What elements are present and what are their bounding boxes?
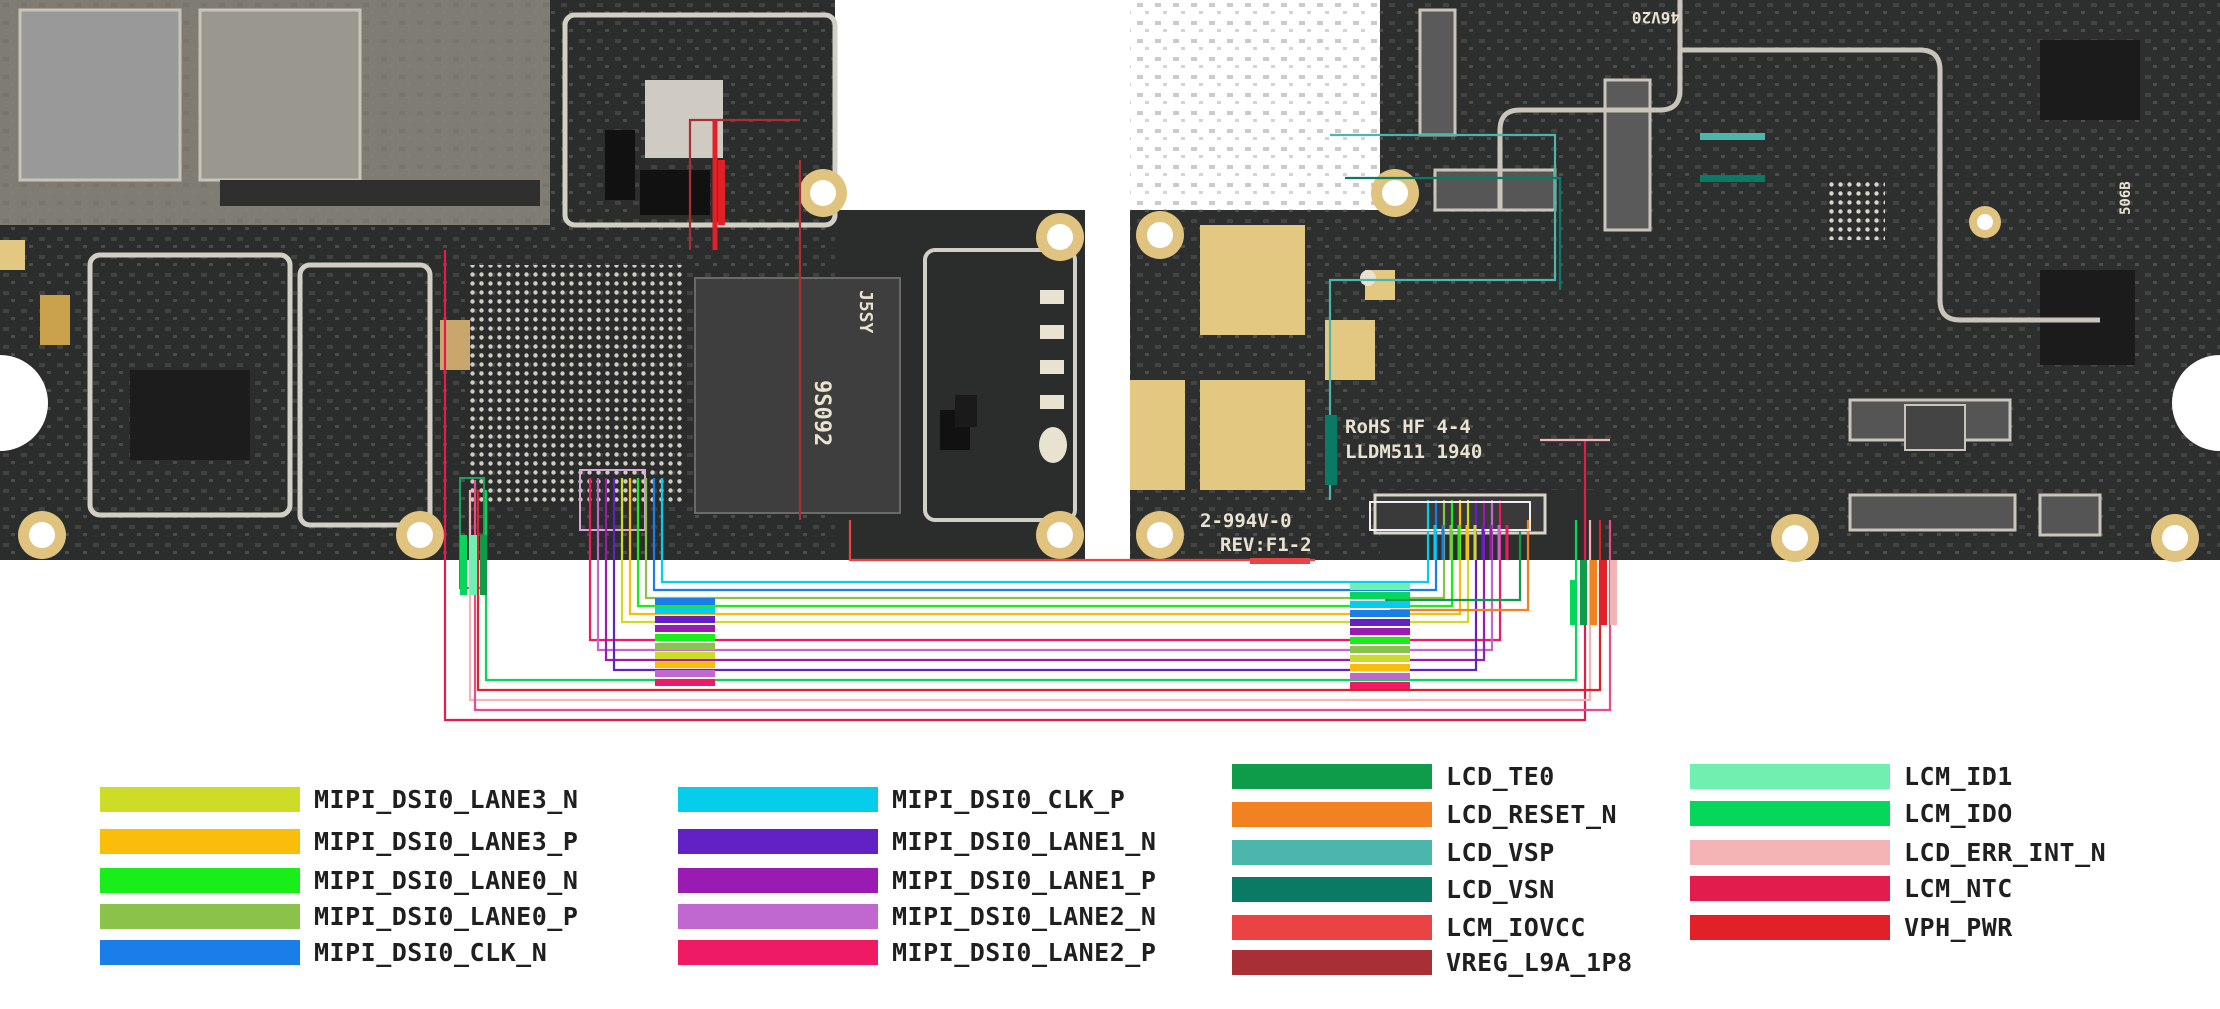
- legend-item: MIPI_DSI0_LANE3_N: [100, 783, 578, 815]
- legend-label: LCD_VSN: [1446, 874, 1555, 904]
- legend-label: MIPI_DSI0_LANE0_N: [314, 865, 579, 895]
- chip-marking: 9S092: [809, 380, 834, 446]
- legend-item: LCM_IOVCC: [1232, 911, 1586, 943]
- legend-label: MIPI_DSI0_LANE2_N: [892, 901, 1157, 931]
- legend-label: MIPI_DSI0_LANE3_N: [314, 784, 579, 814]
- legend-swatch: [678, 828, 878, 854]
- legend-label: MIPI_DSI0_LANE1_P: [892, 865, 1157, 895]
- legend-item: MIPI_DSI0_LANE0_N: [100, 864, 578, 896]
- lldm-marking: LLDM511 1940: [1345, 441, 1482, 463]
- fpc-connector-pins: [1433, 525, 1509, 560]
- legend-label: MIPI_DSI0_LANE3_P: [314, 826, 579, 856]
- legend-swatch: [1690, 800, 1890, 826]
- legend-item: LCM_IDO: [1690, 797, 2013, 829]
- legend-swatch: [1690, 839, 1890, 865]
- legend-label: LCM_ID1: [1904, 761, 2013, 791]
- legend-item: VREG_L9A_1P8: [1232, 946, 1633, 978]
- legend-label: LCM_IDO: [1904, 798, 2013, 828]
- legend-item: LCD_ERR_INT_N: [1690, 836, 2106, 868]
- legend-swatch: [1690, 875, 1890, 901]
- legend-swatch: [1232, 839, 1432, 865]
- legend-item: MIPI_DSI0_LANE2_N: [678, 900, 1156, 932]
- chip-code: J5SY: [855, 290, 876, 334]
- legend-item: MIPI_DSI0_CLK_P: [678, 783, 1125, 815]
- legend-swatch: [1690, 763, 1890, 789]
- legend-item: MIPI_DSI0_LANE3_P: [100, 825, 578, 857]
- legend-swatch: [678, 786, 878, 812]
- right-board: RoHS HF 4-4 LLDM511 1940 2-994V-0 REV:F1…: [1130, 0, 2220, 562]
- side-code-marking: 506B: [2118, 181, 2134, 215]
- legend-swatch: [100, 867, 300, 893]
- legend-swatch: [1232, 876, 1432, 902]
- legend-swatch: [100, 939, 300, 965]
- legend-swatch: [678, 867, 878, 893]
- legend-item: MIPI_DSI0_CLK_N: [100, 936, 547, 968]
- legend-swatch: [1690, 914, 1890, 940]
- legend-label: LCM_NTC: [1904, 873, 2013, 903]
- legend-swatch: [100, 786, 300, 812]
- rohs-marking: RoHS HF 4-4: [1345, 416, 1471, 438]
- legend-swatch: [1232, 763, 1432, 789]
- legend-label: VREG_L9A_1P8: [1446, 947, 1633, 977]
- left-board: 9S092 J5SY: [0, 0, 1085, 560]
- legend-item: LCD_VSP: [1232, 836, 1555, 868]
- legend-label: LCD_VSP: [1446, 837, 1555, 867]
- top-code-marking: 46V20: [1632, 8, 1680, 27]
- legend-label: MIPI_DSI0_CLK_N: [314, 937, 548, 967]
- legend-item: LCD_TE0: [1232, 760, 1555, 792]
- legend-swatch: [678, 939, 878, 965]
- label-chips: [460, 133, 1765, 689]
- legend-item: LCM_ID1: [1690, 760, 2013, 792]
- legend-label: VPH_PWR: [1904, 912, 2013, 942]
- legend-swatch: [100, 903, 300, 929]
- legend-item: MIPI_DSI0_LANE1_N: [678, 825, 1156, 857]
- legend-label: MIPI_DSI0_LANE2_P: [892, 937, 1157, 967]
- legend-label: LCD_RESET_N: [1446, 799, 1618, 829]
- legend-label: LCD_ERR_INT_N: [1904, 837, 2107, 867]
- legend-item: MIPI_DSI0_LANE1_P: [678, 864, 1156, 896]
- legend-item: MIPI_DSI0_LANE2_P: [678, 936, 1156, 968]
- legend-swatch: [678, 903, 878, 929]
- legend-item: VPH_PWR: [1690, 911, 2013, 943]
- legend-item: MIPI_DSI0_LANE0_P: [100, 900, 578, 932]
- legend-swatch: [1232, 949, 1432, 975]
- legend-swatch: [100, 828, 300, 854]
- legend-item: LCM_NTC: [1690, 872, 2013, 904]
- legend-item: LCD_RESET_N: [1232, 798, 1617, 830]
- rev-marking: REV:F1-2: [1220, 534, 1312, 556]
- part-marking: 2-994V-0: [1200, 510, 1292, 532]
- legend-label: MIPI_DSI0_LANE0_P: [314, 901, 579, 931]
- legend-label: LCD_TE0: [1446, 761, 1555, 791]
- legend-label: MIPI_DSI0_CLK_P: [892, 784, 1126, 814]
- legend-swatch: [1232, 801, 1432, 827]
- legend-label: LCM_IOVCC: [1446, 912, 1586, 942]
- legend-label: MIPI_DSI0_LANE1_N: [892, 826, 1157, 856]
- legend-item: LCD_VSN: [1232, 873, 1555, 905]
- legend-swatch: [1232, 914, 1432, 940]
